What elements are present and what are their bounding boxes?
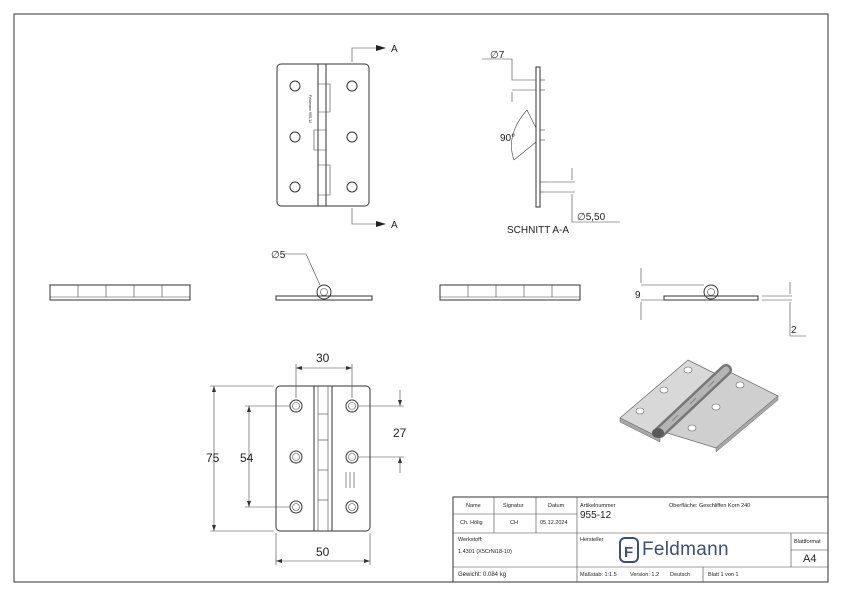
section-view: [482, 58, 620, 223]
dim-t2: 2: [791, 325, 797, 336]
tb-gewicht: Gewicht: 0.084 kg: [458, 572, 507, 578]
tb-blattformat-hdr: Blattformat: [794, 539, 821, 545]
tb-signatur-hdr: Signatur: [503, 503, 524, 509]
tb-blattformat-val: A4: [803, 553, 817, 565]
dim-d7: ∅7: [490, 50, 505, 61]
dim-h27: 27: [393, 426, 407, 440]
section-letter-bottom: A: [391, 220, 398, 231]
end-view-2: [640, 268, 806, 337]
tb-massstab: Maßstab: 1:1.5: [580, 572, 617, 578]
tb-artikel-hdr: Artikelnummer: [580, 503, 616, 509]
brand-logo-letter: F: [624, 544, 633, 561]
dim-w30: 30: [316, 351, 330, 365]
dim-w50: 50: [316, 545, 330, 559]
tb-signatur-val: CH: [510, 520, 518, 526]
front-view-top: [276, 63, 370, 207]
sheet-border: [13, 13, 829, 583]
tb-blatt: Blatt 1 von 1: [708, 572, 739, 578]
section-marker-top: [351, 45, 386, 62]
section-label: SCHNITT A-A: [507, 225, 569, 236]
section-letter-top: A: [391, 44, 398, 55]
side-view-left: [49, 284, 191, 301]
stamp-text: Feldmann 955-12: [308, 95, 312, 123]
side-view-right: [439, 284, 581, 301]
tb-sprache: Deutsch: [670, 572, 691, 578]
dim-h75: 75: [206, 451, 220, 465]
dim-angle: 90°: [500, 133, 515, 144]
iso-view: [619, 359, 779, 453]
tb-name-val: Ch. Hölig: [460, 520, 483, 526]
dim-d550: ∅5,50: [577, 212, 606, 223]
front-view-bottom: [210, 364, 404, 565]
tb-werkstoff-hdr: Werkstoff:: [458, 537, 483, 543]
tb-version: Version: 1.2: [630, 572, 660, 578]
end-view-1: [275, 253, 373, 301]
title-block-grid: [452, 496, 829, 583]
section-marker-bottom: [351, 208, 386, 227]
tb-datum-val: 05.12.2024: [540, 520, 568, 526]
dim-h9: 9: [635, 290, 641, 301]
tb-oberflaeche: Oberfläche: Geschliffen Korn 240: [669, 503, 751, 509]
tb-werkstoff-val: 1.4301 (X5CrNi18-10): [458, 549, 512, 555]
brand-wordmark: Feldmann: [642, 539, 729, 560]
tb-hersteller-hdr: Hersteller: [580, 537, 604, 543]
tb-datum-hdr: Datum: [548, 503, 565, 509]
tb-name-hdr: Name: [466, 503, 481, 509]
dim-h54: 54: [240, 451, 254, 465]
brand-logo: F: [619, 537, 639, 563]
dim-d5: ∅5: [271, 250, 286, 261]
tb-artikel-val: 955-12: [580, 510, 612, 521]
